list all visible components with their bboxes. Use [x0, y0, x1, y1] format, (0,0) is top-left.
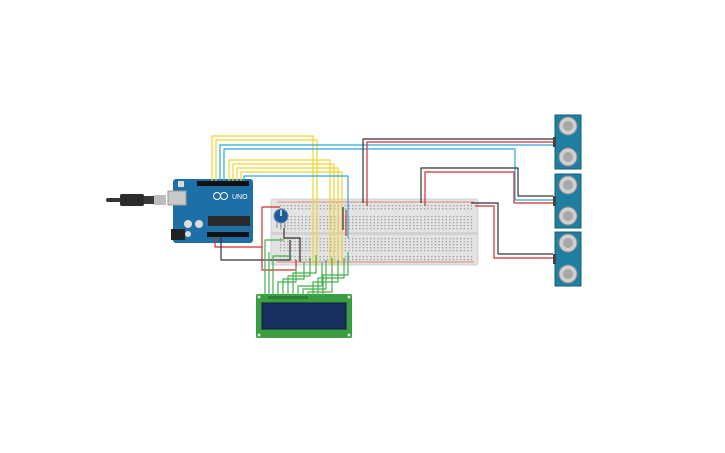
wire-yellow[interactable] — [215, 139, 318, 265]
wire-red[interactable] — [475, 205, 553, 259]
wire-green[interactable] — [277, 268, 297, 296]
wire-cyan[interactable] — [243, 175, 349, 238]
wire-yellow[interactable] — [240, 171, 343, 265]
wire-green[interactable] — [297, 262, 323, 296]
ultrasonic-sensor-3[interactable] — [553, 231, 582, 287]
wire-green[interactable] — [287, 258, 311, 296]
usb-cable[interactable] — [106, 194, 166, 206]
lcd-16x2[interactable] — [256, 294, 352, 338]
wire-red[interactable] — [424, 171, 553, 206]
uno-label: UNO — [232, 194, 248, 201]
ultrasonic-sensor-1[interactable] — [553, 114, 582, 170]
atmega-chip — [208, 216, 250, 226]
wire-black[interactable] — [283, 228, 301, 262]
wire-red[interactable] — [261, 247, 297, 271]
wire-black[interactable] — [362, 138, 553, 203]
arduino-uno[interactable]: UNO — [167, 179, 253, 243]
wire-yellow[interactable] — [236, 167, 339, 265]
wire-black[interactable] — [220, 237, 291, 261]
wire-green[interactable] — [317, 258, 345, 296]
wire-green[interactable] — [322, 252, 349, 296]
wire-cyan[interactable] — [219, 144, 553, 181]
digital-header — [197, 181, 249, 186]
wire-green[interactable] — [292, 255, 317, 296]
wire-black[interactable] — [471, 202, 553, 255]
usb-port — [167, 190, 187, 206]
wire-green[interactable] — [312, 260, 339, 296]
ultrasonic-sensor-2[interactable] — [553, 173, 582, 229]
wire-red[interactable] — [366, 141, 553, 206]
wire-green[interactable] — [272, 255, 292, 296]
wire-yellow[interactable] — [232, 163, 335, 265]
potentiometer[interactable] — [273, 208, 289, 228]
wire-yellow[interactable] — [211, 135, 314, 265]
breadboard[interactable] — [270, 198, 479, 266]
wire-cyan[interactable] — [223, 148, 553, 201]
wire-black[interactable] — [420, 167, 553, 203]
arduino-logo-icon — [213, 192, 228, 200]
wire-yellow[interactable] — [228, 159, 331, 265]
analog-header — [207, 232, 249, 237]
wire-green[interactable] — [264, 239, 284, 296]
power-jack — [171, 229, 185, 240]
